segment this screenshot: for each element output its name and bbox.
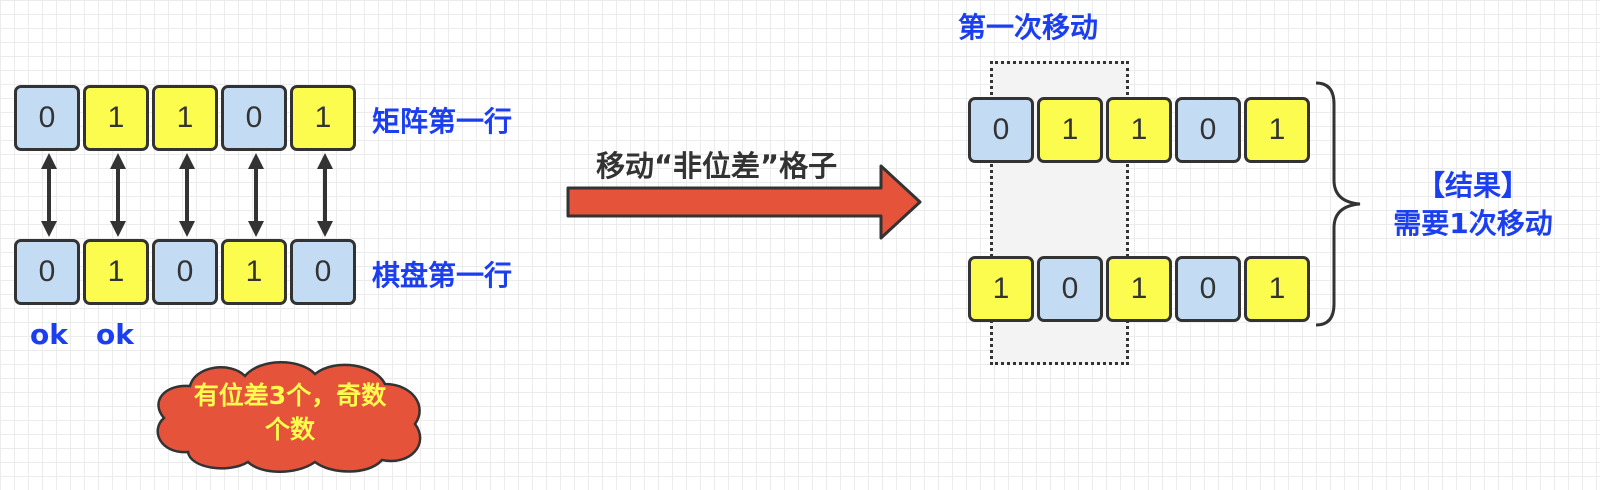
result-text: 【结果】 需要1次移动 bbox=[1378, 167, 1568, 243]
result-cell: 0 bbox=[1175, 97, 1241, 163]
curly-brace-icon bbox=[1315, 81, 1361, 327]
matrix-cell: 1 bbox=[152, 85, 218, 151]
result-cell: 0 bbox=[1037, 256, 1103, 322]
ok-mark: ok bbox=[30, 318, 68, 351]
matrix-cell: 0 bbox=[221, 85, 287, 151]
result-cell: 1 bbox=[1244, 256, 1310, 322]
result-cell: 1 bbox=[1244, 97, 1310, 163]
double-arrow-icon bbox=[317, 153, 333, 237]
double-arrow-icon bbox=[110, 153, 126, 237]
right-arrow-icon bbox=[566, 164, 922, 240]
board-cell: 1 bbox=[83, 239, 149, 305]
result-cell: 1 bbox=[1037, 97, 1103, 163]
board-cell: 0 bbox=[152, 239, 218, 305]
ok-mark: ok bbox=[96, 318, 134, 351]
board-row-label: 棋盘第一行 bbox=[372, 259, 513, 292]
result-cell: 1 bbox=[1106, 97, 1172, 163]
board-cell: 0 bbox=[290, 239, 356, 305]
double-arrow-icon bbox=[248, 153, 264, 237]
board-row: 0 1 0 1 0 bbox=[14, 239, 359, 305]
cloud-note-text: 有位差3个，奇数 个数 bbox=[165, 379, 415, 447]
matrix-cell: 0 bbox=[14, 85, 80, 151]
result-row-top: 0 1 1 0 1 bbox=[968, 97, 1313, 163]
cloud-note-line1: 有位差3个，奇数 bbox=[193, 381, 387, 410]
board-cell: 0 bbox=[14, 239, 80, 305]
double-arrow-icon bbox=[179, 153, 195, 237]
result-cell: 1 bbox=[968, 256, 1034, 322]
result-row-bottom: 1 0 1 0 1 bbox=[968, 256, 1313, 322]
cloud-note-line2: 个数 bbox=[264, 415, 315, 444]
matrix-cell: 1 bbox=[83, 85, 149, 151]
first-move-title: 第一次移动 bbox=[958, 11, 1099, 44]
cloud-shape bbox=[156, 361, 422, 473]
matrix-row: 0 1 1 0 1 bbox=[14, 85, 359, 151]
board-cell: 1 bbox=[221, 239, 287, 305]
matrix-row-label: 矩阵第一行 bbox=[372, 105, 513, 138]
result-cell: 0 bbox=[968, 97, 1034, 163]
result-heading: 【结果】 bbox=[1416, 169, 1529, 202]
matrix-cell: 1 bbox=[290, 85, 356, 151]
result-cell: 1 bbox=[1106, 256, 1172, 322]
result-detail: 需要1次移动 bbox=[1393, 207, 1553, 240]
double-arrow-icon bbox=[41, 153, 57, 237]
result-cell: 0 bbox=[1175, 256, 1241, 322]
arrow-label: 移动“非位差”格子 bbox=[596, 149, 838, 183]
